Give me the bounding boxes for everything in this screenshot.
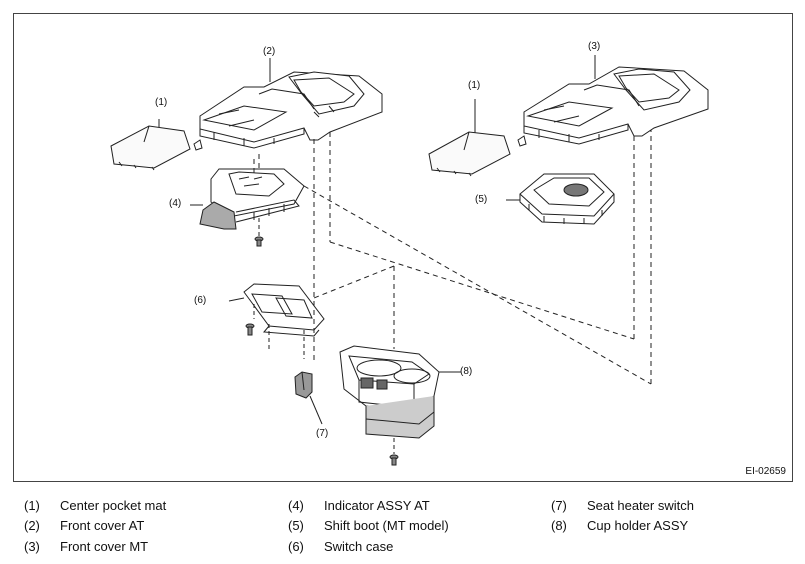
screw-4 — [254, 218, 264, 247]
callout-6: (6) — [194, 295, 207, 306]
callout-2: (2) — [263, 46, 276, 57]
callout-4: (4) — [169, 198, 182, 209]
legend-label: Cup holder ASSY — [587, 518, 689, 533]
cup-holder-assy — [339, 345, 461, 454]
legend-label: Seat heater switch — [587, 498, 694, 513]
figure-id: EI-02659 — [745, 466, 786, 477]
legend-number: (4) — [288, 498, 304, 513]
legend-item-3: (3) Front cover MT — [24, 539, 148, 555]
front-cover-mt — [517, 55, 709, 147]
legend-item-2: (2) Front cover AT — [24, 518, 144, 534]
callout-7: (7) — [316, 428, 329, 439]
legend-item-4: (4) Indicator ASSY AT — [288, 498, 430, 514]
callout-3: (3) — [588, 41, 601, 52]
legend-number: (5) — [288, 518, 304, 533]
assembly-guide-lines — [253, 130, 652, 385]
switch-case — [228, 283, 325, 359]
legend-label: Switch case — [324, 539, 394, 554]
legend-number: (1) — [24, 498, 40, 513]
legend-label: Front cover AT — [60, 518, 145, 533]
legend-item-1: (1) Center pocket mat — [24, 498, 166, 514]
center-pocket-mat-right — [428, 99, 511, 177]
legend-label: Shift boot (MT model) — [324, 518, 449, 533]
parts-legend: (1) Center pocket mat (2) Front cover AT (… — [0, 494, 805, 564]
legend-number: (2) — [24, 518, 40, 533]
legend-number: (3) — [24, 539, 40, 554]
callout-5: (5) — [475, 194, 488, 205]
legend-number: (6) — [288, 539, 304, 554]
callout-8: (8) — [460, 366, 473, 377]
callout-1-left: (1) — [155, 97, 168, 108]
screw-6 — [245, 323, 255, 336]
diagram-frame: (1) (2) (4) (6) (7) (1) (3) (5) (8) EI-0… — [13, 13, 793, 482]
seat-heater-switch — [294, 371, 323, 425]
legend-number: (8) — [551, 518, 567, 533]
screw-8 — [389, 454, 399, 466]
front-cover-at — [193, 58, 383, 151]
legend-label: Center pocket mat — [60, 498, 167, 513]
indicator-assy-at — [190, 168, 305, 230]
legend-item-5: (5) Shift boot (MT model) — [288, 518, 449, 534]
legend-label: Front cover MT — [60, 539, 149, 554]
center-pocket-mat-left — [110, 119, 191, 171]
callout-1-right: (1) — [468, 80, 481, 91]
exploded-view-drawing — [110, 55, 709, 466]
shift-boot-mt — [506, 173, 615, 225]
legend-item-6: (6) Switch case — [288, 539, 393, 555]
legend-label: Indicator ASSY AT — [324, 498, 430, 513]
legend-item-8: (8) Cup holder ASSY — [551, 518, 688, 534]
legend-number: (7) — [551, 498, 567, 513]
legend-item-7: (7) Seat heater switch — [551, 498, 694, 514]
